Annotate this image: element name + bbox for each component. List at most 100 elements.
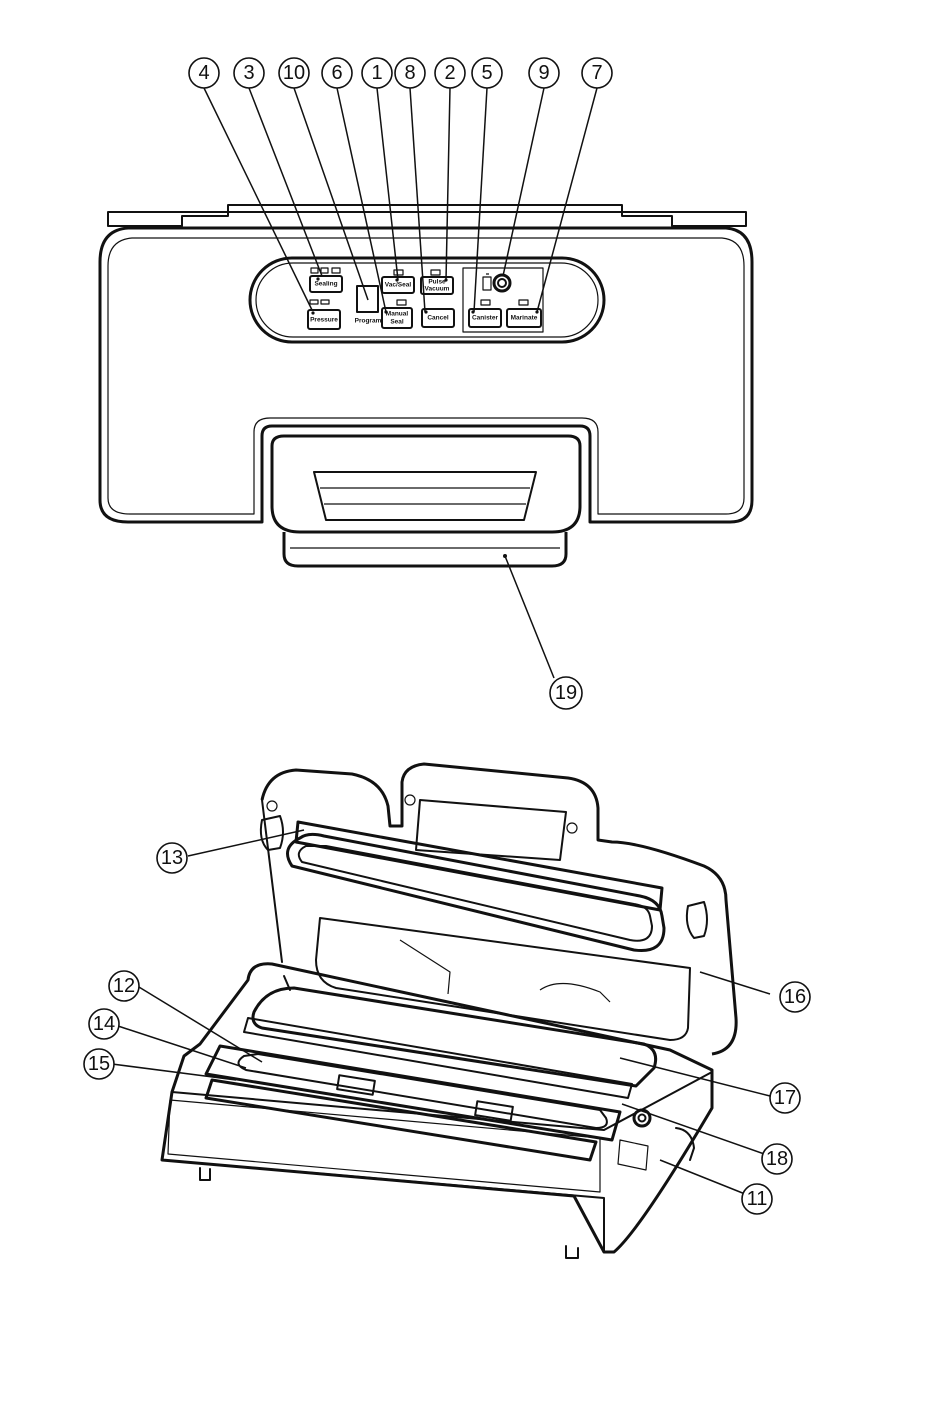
front-latch bbox=[284, 532, 566, 566]
callout-3-label: 3 bbox=[243, 62, 254, 84]
side-storage bbox=[618, 1140, 648, 1170]
control-panel bbox=[250, 258, 604, 342]
callout-11: 11 bbox=[742, 1184, 772, 1214]
lid-inner-detail bbox=[400, 940, 450, 994]
callout-9-label: 9 bbox=[538, 62, 549, 84]
indicator-light bbox=[481, 300, 490, 305]
perspective-view bbox=[112, 764, 770, 1258]
callout-5-label: 5 bbox=[481, 62, 492, 84]
foot bbox=[200, 1168, 210, 1180]
callout-6-label: 6 bbox=[331, 62, 342, 84]
indicator-light bbox=[321, 300, 329, 304]
callout-leader-3 bbox=[249, 88, 322, 276]
hose-symbol-icon bbox=[483, 274, 491, 290]
callout-leader-5 bbox=[474, 88, 487, 312]
handle-grip bbox=[314, 472, 536, 520]
callout-leader-6 bbox=[337, 88, 386, 312]
top-view: Sealing Vac/Seal Pulse Vacuum Pressure P… bbox=[100, 88, 752, 678]
led-dot bbox=[311, 311, 314, 314]
callout-leader-15 bbox=[112, 1064, 236, 1080]
indicator-light bbox=[519, 300, 528, 305]
base-body bbox=[162, 964, 712, 1252]
callout-leader-17 bbox=[620, 1058, 770, 1096]
hinge-hole bbox=[405, 795, 415, 805]
callout-2: 2 bbox=[435, 58, 465, 88]
callout-7: 7 bbox=[582, 58, 612, 88]
canister-label: Canister bbox=[472, 315, 498, 322]
callout-7-label: 7 bbox=[591, 62, 602, 84]
right-latch-knob bbox=[687, 902, 707, 938]
callout-leader-18 bbox=[622, 1104, 770, 1156]
callout-19: 19 bbox=[550, 677, 582, 709]
hinge-hole bbox=[267, 801, 277, 811]
hose-port-icon[interactable] bbox=[494, 275, 510, 291]
callout-17: 17 bbox=[770, 1083, 800, 1113]
lid-inner-detail bbox=[540, 983, 610, 1002]
callout-13-label: 13 bbox=[161, 847, 183, 869]
callout-10: 10 bbox=[279, 58, 309, 88]
indicator-light bbox=[397, 300, 406, 305]
callout-10-label: 10 bbox=[283, 62, 305, 84]
sealing-clip bbox=[337, 1075, 375, 1094]
lid-handle-inner bbox=[416, 800, 566, 860]
leader-dot bbox=[503, 554, 507, 558]
sealing-label: Sealing bbox=[314, 281, 337, 288]
callout-leader-10 bbox=[294, 88, 368, 300]
indicator-light bbox=[394, 270, 403, 275]
lid-left-edge bbox=[262, 800, 282, 962]
callout-11-label: 11 bbox=[747, 1188, 768, 1210]
callout-15-label: 15 bbox=[88, 1053, 110, 1075]
manual-seal-label-1: Manual bbox=[386, 311, 409, 318]
lid-vacuum-gasket-inner bbox=[299, 846, 652, 941]
led-dot bbox=[316, 277, 319, 280]
drip-tray-gasket bbox=[238, 1054, 606, 1128]
callout-leader-7 bbox=[537, 88, 597, 312]
callout-13: 13 bbox=[157, 843, 187, 873]
callout-14: 14 bbox=[89, 1009, 119, 1039]
rear-hinge-strip bbox=[108, 205, 746, 226]
base-front-edge bbox=[162, 1160, 604, 1252]
callout-leader-11 bbox=[660, 1160, 750, 1196]
callout-9: 9 bbox=[529, 58, 559, 88]
callout-8-label: 8 bbox=[404, 62, 415, 84]
callout-18: 18 bbox=[762, 1144, 792, 1174]
callout-leader-1 bbox=[377, 88, 398, 280]
lid-body bbox=[100, 228, 752, 522]
callout-leader-2 bbox=[446, 88, 450, 280]
callout-15: 15 bbox=[84, 1049, 114, 1079]
callout-12-label: 12 bbox=[113, 975, 135, 997]
hinge-hole bbox=[567, 823, 577, 833]
manual-seal-label-2: Seal bbox=[390, 319, 404, 326]
callout-4: 4 bbox=[189, 58, 219, 88]
callout-1-label: 1 bbox=[371, 62, 382, 84]
indicator-light bbox=[431, 270, 440, 275]
callout-leader-8 bbox=[410, 88, 425, 312]
callout-5: 5 bbox=[472, 58, 502, 88]
indicator-light bbox=[332, 268, 340, 273]
callout-leader-19 bbox=[505, 556, 554, 678]
callout-4-label: 4 bbox=[198, 62, 209, 84]
indicator-light bbox=[310, 300, 318, 304]
callout-1: 1 bbox=[362, 58, 392, 88]
pulse-vacuum-label-2: Vacuum bbox=[425, 286, 450, 293]
callout-18-label: 18 bbox=[766, 1148, 788, 1170]
callout-2-label: 2 bbox=[444, 62, 455, 84]
callout-17-label: 17 bbox=[774, 1087, 796, 1109]
pressure-label: Pressure bbox=[310, 317, 338, 324]
marinate-label: Marinate bbox=[511, 315, 538, 322]
pulse-vacuum-label-1: Pulse bbox=[428, 279, 446, 286]
callout-8: 8 bbox=[395, 58, 425, 88]
hose-port-inner bbox=[498, 279, 506, 287]
indicator-light bbox=[311, 268, 318, 273]
program-label: Program bbox=[355, 318, 382, 325]
callout-16-label: 16 bbox=[784, 986, 806, 1008]
callout-12: 12 bbox=[109, 971, 139, 1001]
callout-3: 3 bbox=[234, 58, 264, 88]
callout-leader-12 bbox=[134, 984, 262, 1062]
foot bbox=[566, 1246, 578, 1258]
vac-seal-label: Vac/Seal bbox=[385, 282, 412, 289]
callout-19-label: 19 bbox=[555, 682, 577, 704]
callout-14-label: 14 bbox=[93, 1013, 115, 1035]
callout-6: 6 bbox=[322, 58, 352, 88]
